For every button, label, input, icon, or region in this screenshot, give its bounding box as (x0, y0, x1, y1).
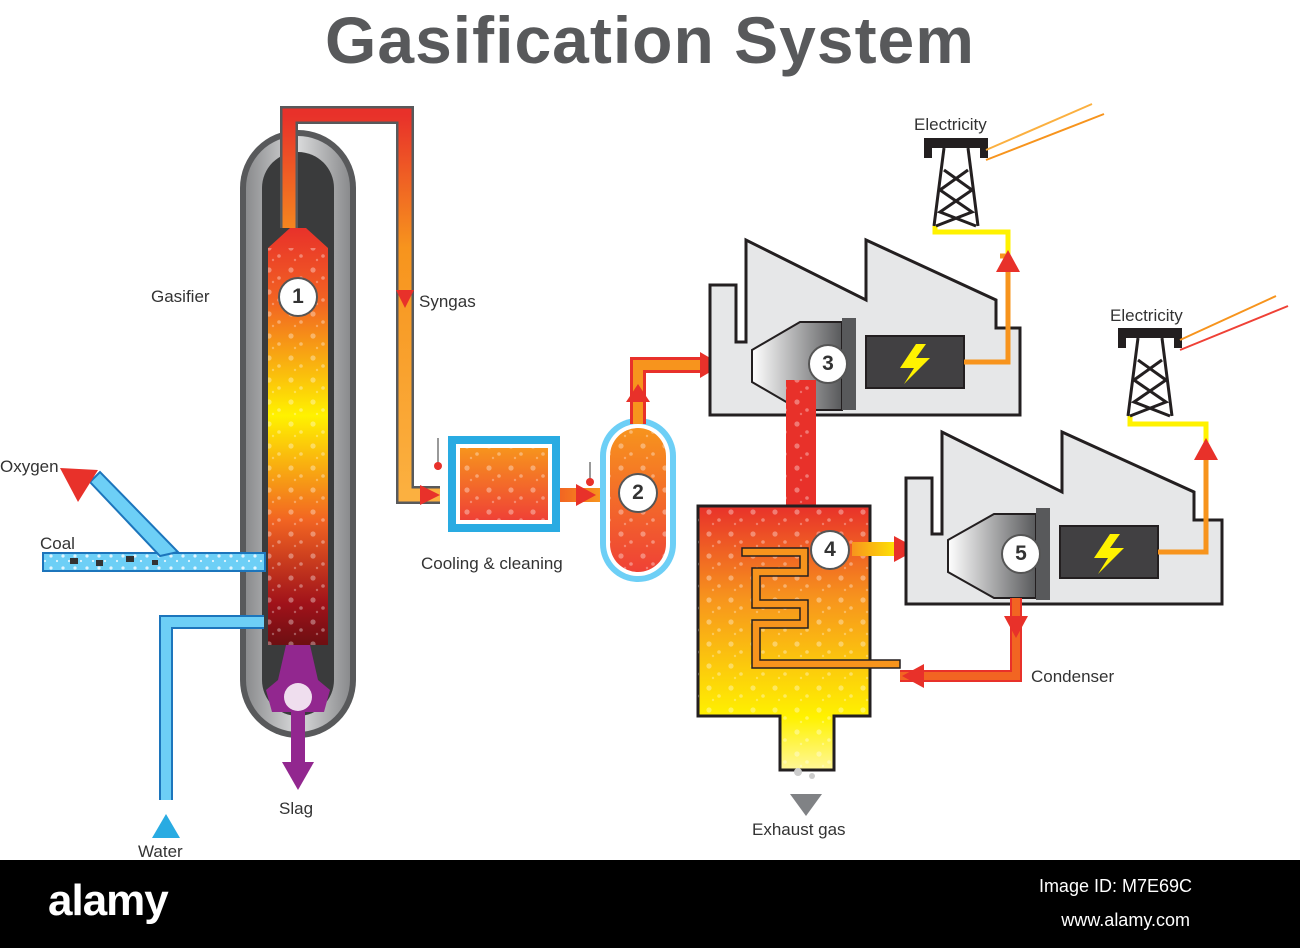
power-line-1 (932, 226, 1020, 365)
heat-recovery-boiler (696, 380, 901, 772)
power-line-2 (1127, 416, 1218, 555)
slag-arrow-icon (282, 712, 314, 790)
generator-2 (1059, 525, 1159, 579)
cooling-unit (434, 436, 560, 532)
water-label: Water (138, 842, 183, 861)
vessel-to-turbine-pipe (626, 352, 722, 424)
electricity-label-2: Electricity (1110, 306, 1183, 325)
gasification-diagram (42, 103, 1289, 838)
brand-logo: alamy (48, 876, 169, 925)
stage-number-1: 1 (278, 277, 318, 317)
stage-number-5: 5 (1001, 534, 1041, 574)
footer-bar: alamy Image ID: M7E69C www.alamy.com (0, 860, 1300, 948)
condenser-label: Condenser (1031, 667, 1115, 686)
stage-number-2: 2 (618, 473, 658, 513)
exhaust-gas-label: Exhaust gas (752, 820, 846, 839)
generator-1 (865, 335, 965, 389)
oxygen-feed-pipe (60, 468, 180, 558)
electricity-label-1: Electricity (914, 115, 987, 134)
syngas-pipe (280, 106, 440, 505)
gas-turbine (751, 318, 856, 411)
water-feed-pipe (152, 615, 264, 838)
page-title: Gasification System (325, 3, 975, 77)
coal-label: Coal (40, 534, 75, 553)
transmission-tower-2 (1118, 295, 1289, 418)
slag-label: Slag (279, 799, 314, 818)
stage-number-3: 3 (808, 344, 848, 384)
site-url-text: www.alamy.com (1061, 910, 1190, 930)
transmission-tower-1 (924, 103, 1105, 228)
stage-number-4: 4 (810, 530, 850, 570)
syngas-label: Syngas (419, 292, 476, 311)
cooling-to-vessel-pipe (560, 462, 600, 506)
image-id-text: Image ID: M7E69C (1038, 876, 1192, 896)
gasifier-label: Gasifier (151, 287, 210, 306)
cooling-cleaning-label: Cooling & cleaning (421, 554, 563, 573)
oxygen-label: Oxygen (0, 457, 59, 476)
water-arrow-icon (152, 814, 180, 838)
exhaust-arrow-icon (790, 768, 822, 816)
condenser-pipe (900, 598, 1028, 688)
coal-feed-pipe (42, 552, 266, 572)
